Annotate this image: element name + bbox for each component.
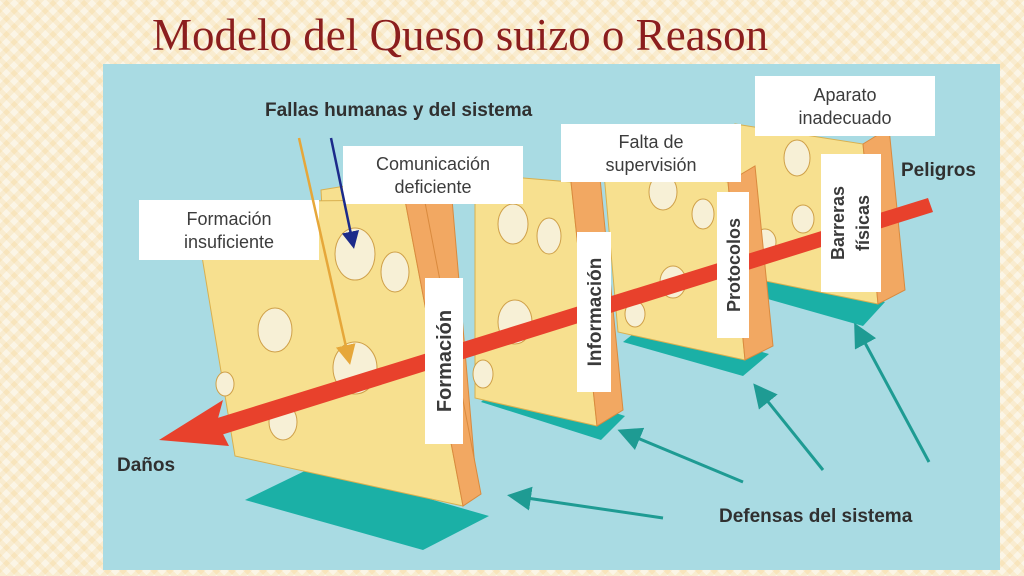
pointer-navy-line	[329, 137, 360, 249]
slice-label-informacion: Información	[577, 232, 611, 392]
svg-text:insuficiente: insuficiente	[184, 232, 274, 252]
defense-pointer-1	[507, 486, 664, 520]
defense-pointer-3	[753, 383, 825, 471]
slice-label-protocolos: Protocolos	[717, 192, 749, 338]
svg-text:físicas: físicas	[853, 195, 873, 251]
svg-text:deficiente: deficiente	[394, 177, 471, 197]
slide-title: Modelo del Queso suizo o Reason	[152, 10, 769, 60]
svg-text:Falta de: Falta de	[618, 132, 683, 152]
svg-text:Formación: Formación	[434, 310, 456, 412]
svg-text:supervisión: supervisión	[605, 155, 696, 175]
diagram-panel: Formación Información Protocolos Barrera…	[103, 64, 1000, 570]
label-fallas-humanas: Fallas humanas y del sistema	[265, 100, 533, 121]
label-defensas-sistema: Defensas del sistema	[719, 506, 913, 527]
svg-text:inadecuado: inadecuado	[798, 108, 891, 128]
hazard-trajectory-arrow	[159, 198, 933, 446]
callout-formacion-insuficiente: Formación insuficiente	[139, 200, 319, 260]
defense-pointer-4	[854, 322, 931, 463]
swiss-cheese-diagram: Formación Información Protocolos Barrera…	[117, 76, 976, 550]
callout-falta-supervision: Falta de supervisión	[561, 124, 741, 182]
svg-text:Barreras: Barreras	[828, 186, 848, 260]
pointer-yellow-line	[297, 137, 356, 365]
svg-text:Formación: Formación	[186, 209, 271, 229]
callout-comunicacion-deficiente: Comunicación deficiente	[343, 146, 523, 204]
svg-text:Información: Información	[585, 258, 606, 367]
svg-text:Protocolos: Protocolos	[724, 218, 744, 312]
svg-text:Aparato: Aparato	[813, 85, 876, 105]
defense-pointer-2	[617, 427, 744, 484]
label-danos: Daños	[117, 455, 175, 476]
slice-label-barreras-fisicas: Barreras físicas	[821, 154, 881, 292]
svg-text:Comunicación: Comunicación	[376, 154, 490, 174]
label-peligros: Peligros	[901, 160, 976, 181]
slice-label-formacion: Formación	[425, 278, 463, 444]
callout-aparato-inadecuado: Aparato inadecuado	[755, 76, 935, 136]
cheese-slice-1	[192, 191, 489, 550]
